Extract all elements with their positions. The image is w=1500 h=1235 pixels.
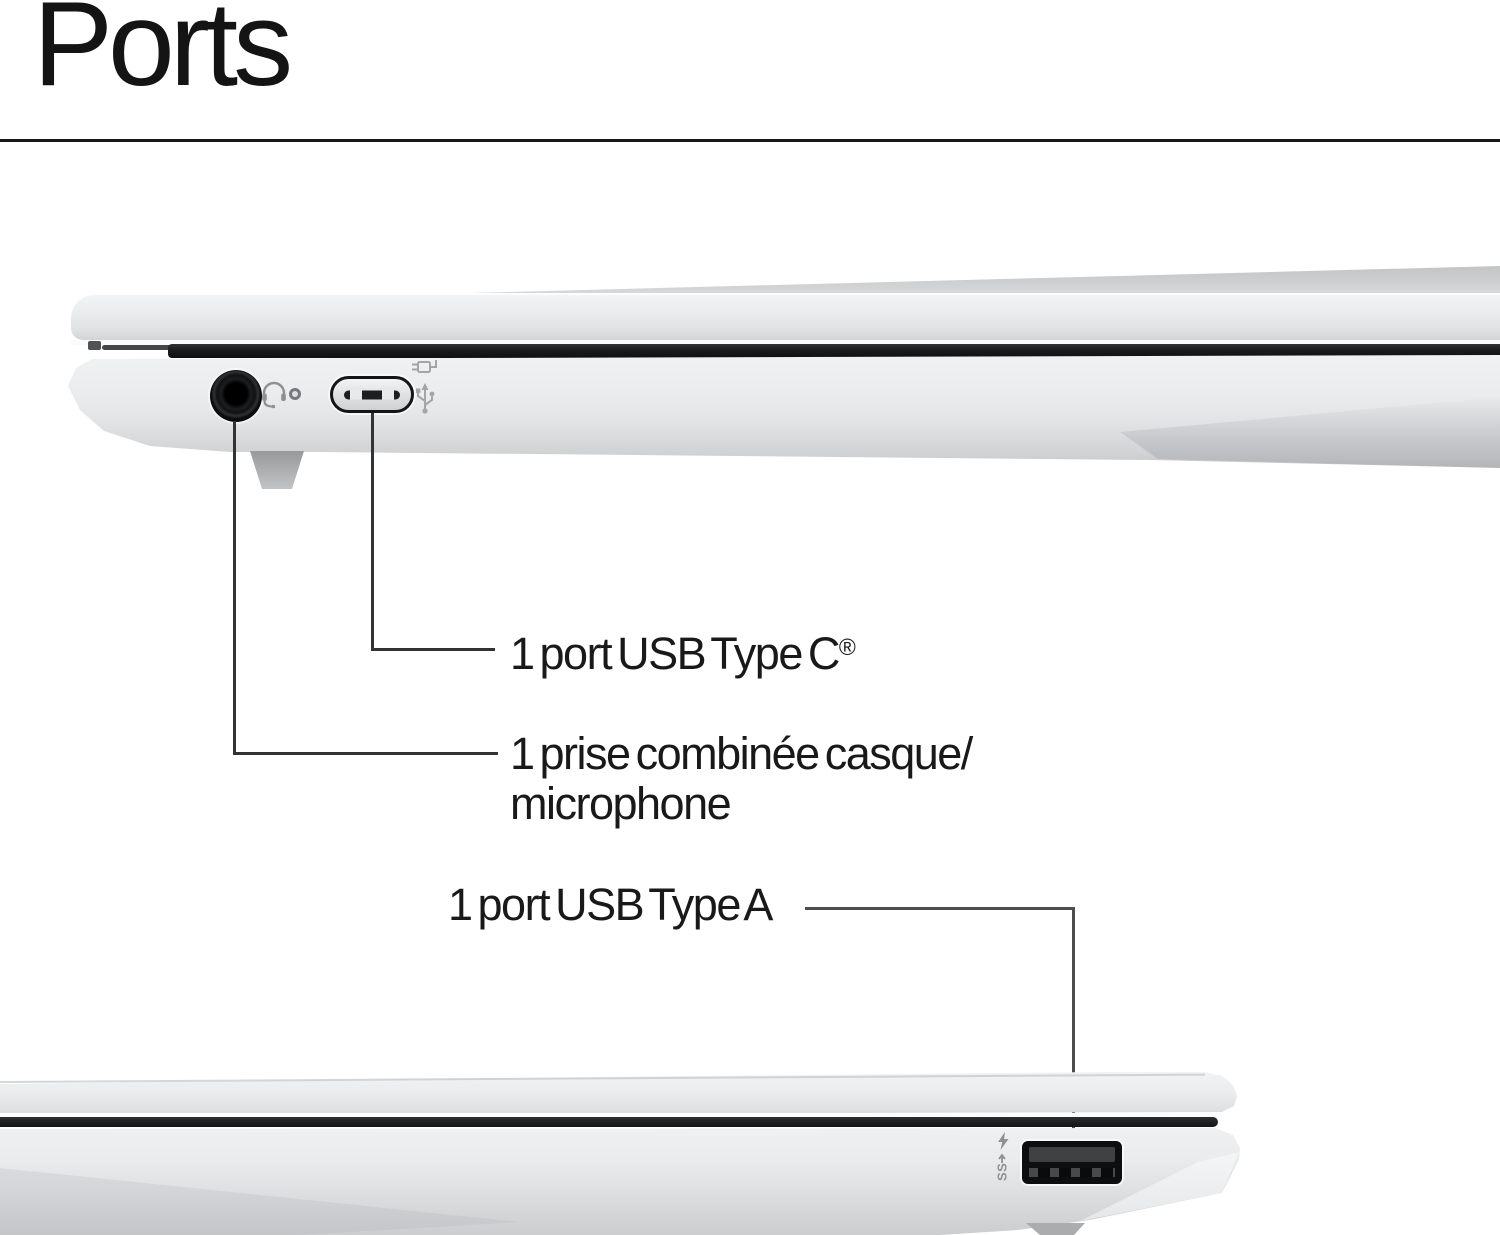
callout-label-usb-c: 1 port USB Type C® (510, 622, 856, 679)
led-indicator (289, 388, 301, 400)
laptop-top-hinge (168, 344, 1500, 358)
callout-line-usb-c-horizontal (371, 648, 495, 651)
usb-a-port (1022, 1141, 1122, 1184)
laptop-bottom-hinge (0, 1117, 1218, 1127)
callout-label-usb-a: 1 port USB Type A (448, 879, 773, 930)
callout-line-usb-a-vertical (1072, 907, 1075, 1144)
headset-jack-label-line1: 1 prise combinée casque/ (510, 728, 973, 779)
laptop-top-hinge-notch (88, 341, 101, 350)
usb-trident-icon (416, 383, 435, 414)
registered-trademark-mark: ® (838, 634, 856, 660)
ss-usb-icon: SS (995, 1153, 1010, 1181)
power-plug-icon (412, 360, 437, 414)
headphone-jack-port (210, 370, 262, 422)
title-divider (0, 139, 1500, 142)
callout-line-jack-vertical (233, 421, 236, 755)
headset-jack-label-line2: microphone (510, 778, 732, 829)
headset-icon (262, 381, 286, 409)
usb-a-label-text: 1 port USB Type A (448, 879, 773, 930)
callout-line-usb-a-horizontal (805, 907, 1075, 910)
callout-line-usb-c-vertical (371, 413, 374, 651)
svg-text:SS: SS (995, 1163, 1010, 1181)
laptop-bottom-hinge-gap (0, 1113, 1222, 1118)
page-title: Ports (33, 0, 293, 111)
laptop-top-hinge-taper (102, 345, 172, 350)
laptop-top-hinge-gap (71, 340, 1500, 345)
callout-line-jack-horizontal (233, 752, 498, 755)
usb-a-port-tongue (1029, 1147, 1115, 1162)
lightning-bolt-icon: SS (995, 1132, 1010, 1181)
callout-label-headset-jack: 1 prise combinée casque/ microphone (510, 728, 973, 829)
laptop-top-lid (71, 293, 1500, 340)
usb-c-port-slot (344, 390, 400, 399)
usb-c-label-text: 1 port USB Type C (510, 628, 840, 679)
usb-a-port-pins (1029, 1168, 1115, 1177)
usb-c-port (330, 376, 414, 413)
